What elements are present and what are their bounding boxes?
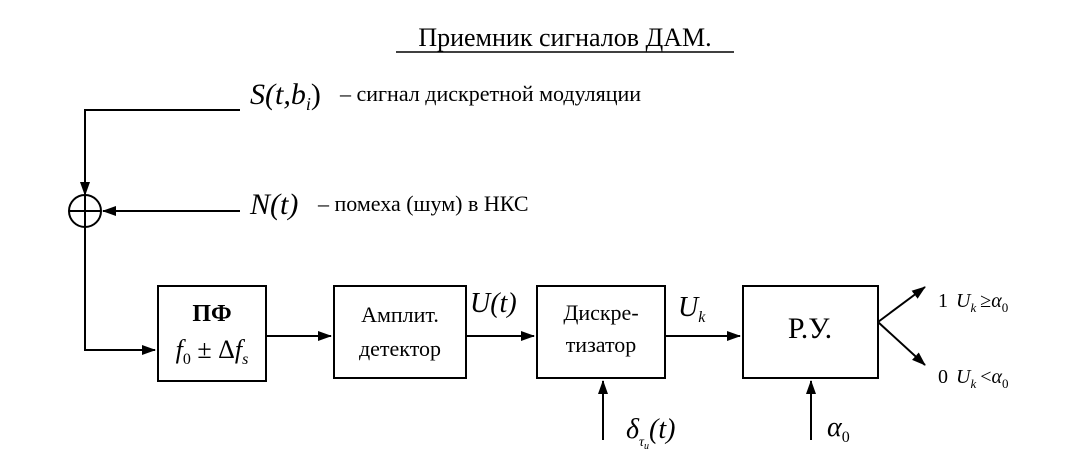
filter-formula: f0 ± Δfs <box>176 335 249 368</box>
detector-line2: детектор <box>359 336 441 361</box>
noise-label: N(t) <box>249 188 298 221</box>
sampler-line2: тизатор <box>566 332 637 357</box>
filter-title: ПФ <box>192 301 231 327</box>
signal-line <box>80 109 240 196</box>
detector-line1: Амплит. <box>361 302 439 327</box>
output-zero-arrow <box>877 321 926 366</box>
diagram-title: Приемник сигналов ДАМ. <box>418 23 711 52</box>
bandpass-filter-block <box>157 285 267 382</box>
signal-label: S(t,bi) <box>250 78 321 114</box>
signal-description: – сигнал дискретной модуляции <box>339 81 641 106</box>
decision-label: Р.У. <box>788 312 832 345</box>
threshold-label: α0 <box>827 412 850 446</box>
amplitude-detector-block <box>333 285 467 379</box>
decision-device-block <box>742 285 879 379</box>
summer-node <box>68 194 102 228</box>
sampler-block <box>536 285 666 379</box>
delta-label: δτи(t) <box>626 414 675 452</box>
u-t-label: U(t) <box>470 288 517 319</box>
noise-description: – помеха (шум) в НКС <box>317 191 529 216</box>
summer-to-filter-line <box>84 227 156 355</box>
sampler-line1: Дискре- <box>563 300 638 325</box>
u-k-label: Uk <box>678 292 706 326</box>
output-one-arrow <box>877 286 926 323</box>
